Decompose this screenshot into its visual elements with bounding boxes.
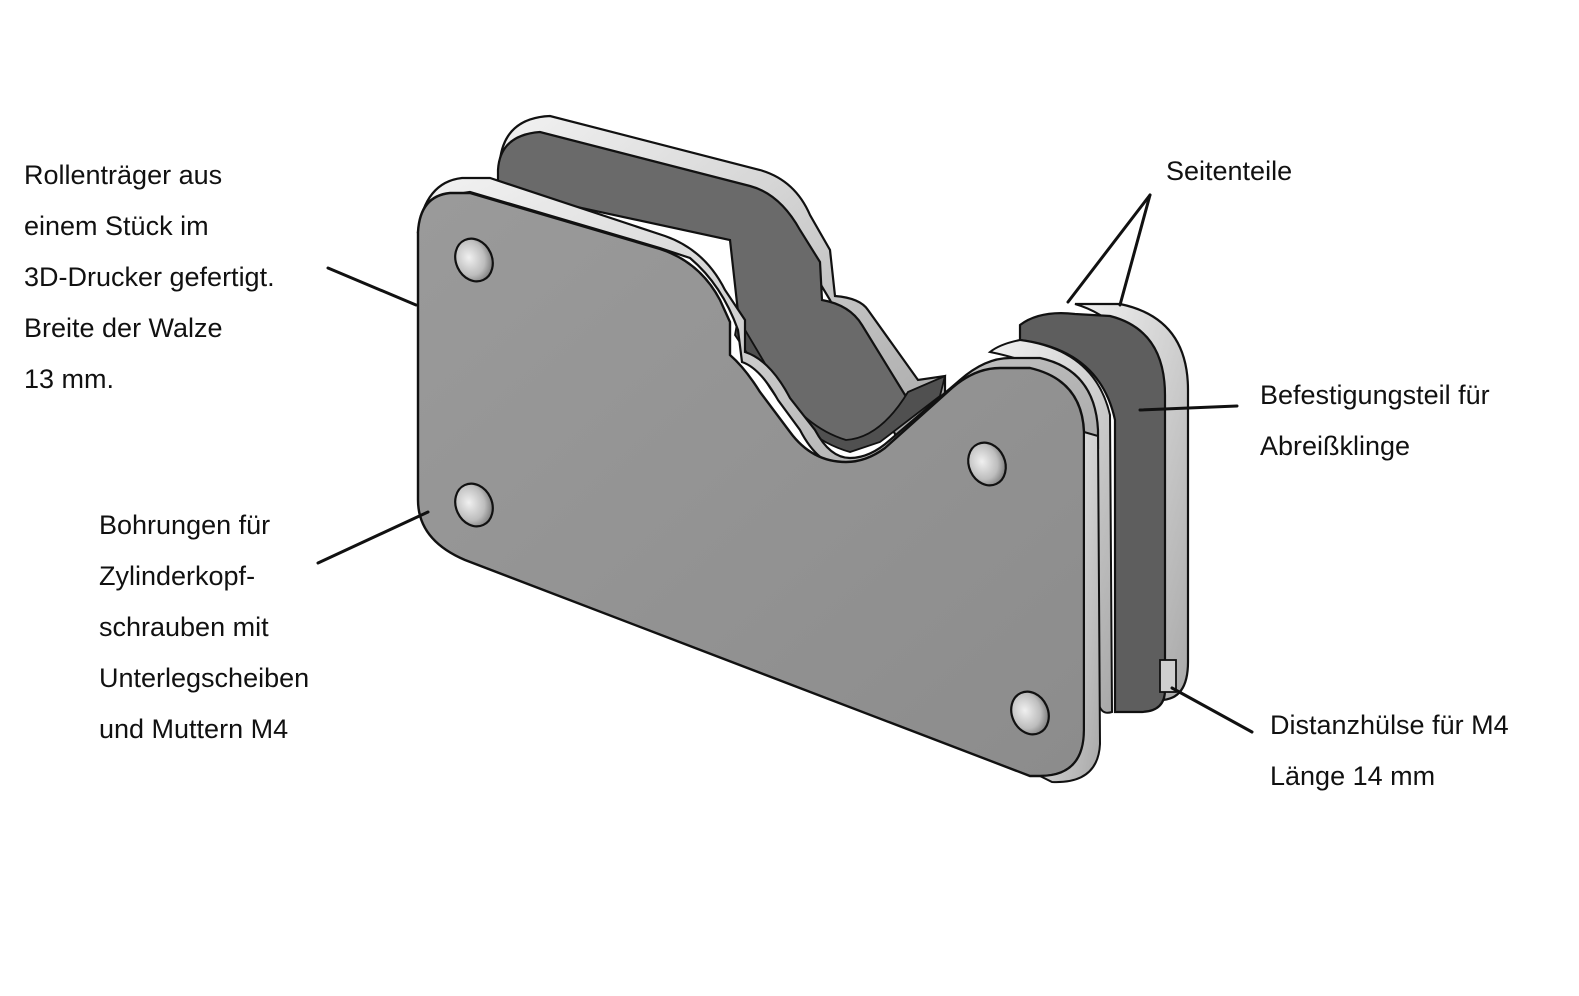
label-line: Distanzhülse für M4 [1270,710,1509,740]
label-side-parts: Seitenteile [1166,146,1292,197]
bore-hole-top-left [454,237,494,283]
bore-hole-top-right [967,441,1007,487]
label-line: und Muttern M4 [99,714,289,744]
label-line: 3D-Drucker gefertigt. [24,262,275,292]
label-line: einem Stück im [24,211,209,241]
label-line: Länge 14 mm [1270,761,1436,791]
bore-hole-bottom-right [1010,690,1050,736]
label-line: Zylinderkopf- [99,561,256,591]
label-roll-carrier: Rollenträger aus einem Stück im 3D-Druck… [24,150,275,405]
label-line: Rollenträger aus [24,160,223,190]
front-plate-right-edge [1039,430,1102,784]
label-line: Unterlegscheiben [99,663,310,693]
leader-lines [316,193,1254,734]
leader-bore-holes [316,510,430,565]
spacer-sleeve [1159,659,1177,693]
leader-side-parts-left [1066,193,1152,304]
label-line: Seitenteile [1166,156,1293,186]
leader-fixing-part [1138,404,1239,412]
leader-spacer-sleeve [1170,686,1254,734]
leader-roll-carrier [326,266,418,307]
label-fixing-part: Befestigungsteil für Abreißklinge [1260,370,1490,472]
front-plate [416,176,1102,784]
label-spacer-sleeve: Distanzhülse für M4 Länge 14 mm [1270,700,1509,802]
label-line: Breite der Walze [24,313,223,343]
front-plate-top-edge [416,176,1100,470]
label-line: Befestigungsteil für [1260,380,1490,410]
label-line: schrauben mit [99,612,269,642]
bore-hole-bottom-left [454,482,494,528]
label-line: Bohrungen für [99,510,271,540]
label-line: 13 mm. [24,364,115,394]
label-bore-holes: Bohrungen für Zylinderkopf- schrauben mi… [99,500,309,755]
leader-side-parts-right [1118,193,1152,307]
label-line: Abreißklinge [1260,431,1411,461]
